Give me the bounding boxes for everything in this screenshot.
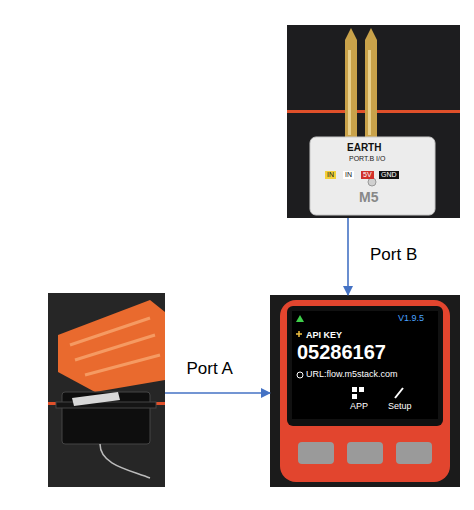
- probe-shine: [368, 50, 371, 135]
- screen: [292, 311, 438, 419]
- device-body: [280, 300, 450, 482]
- app-icon: [359, 387, 364, 392]
- controller-photo: [270, 295, 460, 487]
- connector-arrow: [347, 218, 349, 295]
- pin-name: IN: [325, 171, 336, 179]
- app-icon: [352, 394, 357, 399]
- controller-device: V1.9.5API KEY05286167URL:flow.m5stack.co…: [270, 295, 460, 487]
- wifi-icon: [296, 315, 304, 322]
- key-icon: [296, 331, 302, 337]
- app-icon: [352, 387, 357, 392]
- servo-wire: [100, 444, 150, 478]
- photo-ground: [287, 25, 460, 218]
- unit-body: [310, 137, 435, 215]
- port-label: PORT.B I/O: [349, 155, 385, 163]
- probe: [345, 28, 357, 140]
- bag-fold: [70, 318, 160, 375]
- button: [298, 442, 334, 464]
- orange-bag: [58, 300, 165, 392]
- button: [396, 442, 432, 464]
- pin-name: GND: [379, 171, 399, 179]
- bezel: [287, 306, 443, 426]
- servo-photo: [48, 293, 165, 487]
- sensor-unit: EARTHPORT.B I/O IN IN 5V GND M5: [287, 25, 460, 218]
- photo-ground: [270, 295, 460, 487]
- unit-name: EARTH: [347, 142, 381, 154]
- version-text: V1.9.5: [398, 313, 424, 323]
- brand-mark: M5: [359, 189, 378, 205]
- photo-ground: [48, 293, 165, 487]
- servo-horn: [72, 392, 120, 406]
- url-icon: [297, 372, 303, 378]
- sensor-photo: [287, 25, 460, 218]
- servo-motor: [48, 293, 165, 487]
- screen-text: API KEY: [306, 330, 342, 340]
- url-text: URL:flow.m5stack.com: [306, 369, 398, 379]
- setup-icon: [395, 388, 403, 398]
- menu-text: Setup: [388, 401, 412, 411]
- api-key-number: 05286167: [297, 341, 386, 364]
- screw: [368, 178, 376, 186]
- port-label: Port A: [185, 359, 235, 379]
- menu-text: APP: [350, 401, 368, 411]
- probe-shine: [348, 50, 351, 135]
- pin-name: 5V: [361, 171, 374, 179]
- probe: [365, 28, 377, 140]
- servo-body: [62, 392, 150, 444]
- pin-name: IN: [343, 171, 354, 179]
- button: [347, 442, 383, 464]
- servo-flange: [56, 402, 156, 408]
- connector-arrow: [165, 392, 270, 394]
- port-label: Port B: [368, 245, 419, 265]
